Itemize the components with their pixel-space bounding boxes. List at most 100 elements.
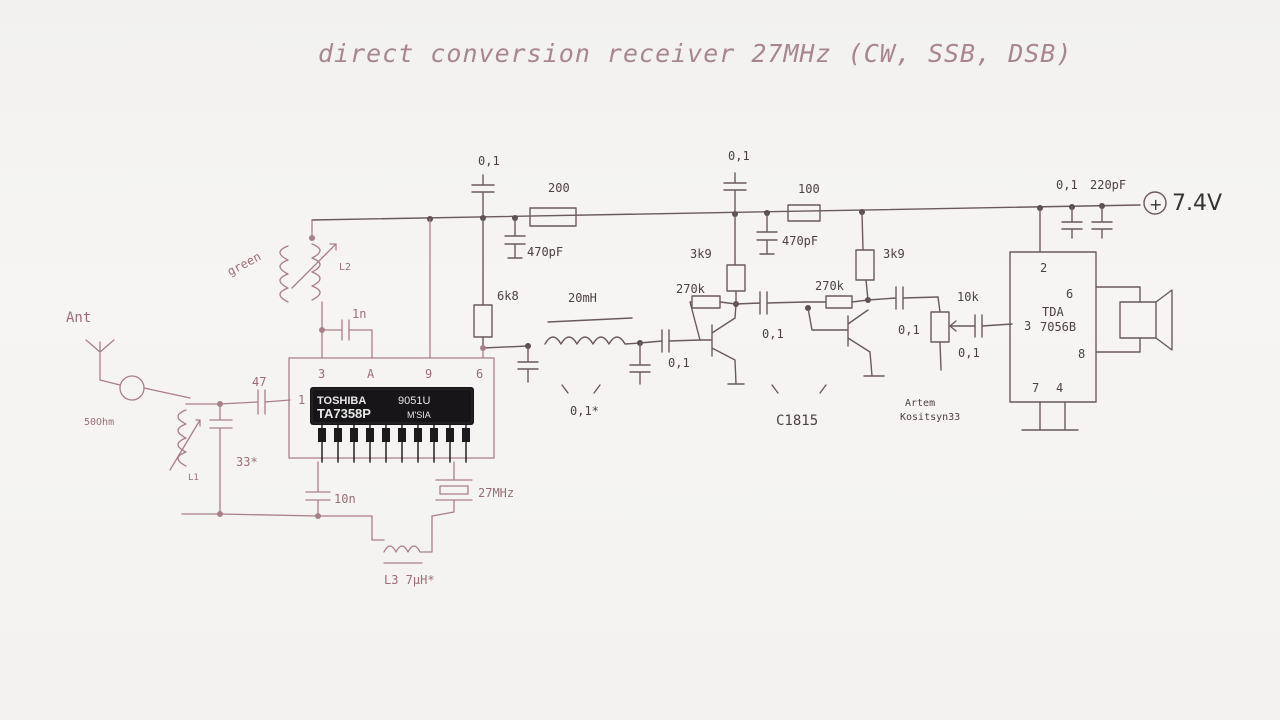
author-surname: Kositsyn33: [900, 412, 960, 423]
wire: [689, 301, 737, 341]
capacitor-1n: [321, 319, 373, 359]
capacitor-01-star-right: [629, 342, 651, 385]
ic-ta7358p-chip: TOSHIBA 9051U TA7358P M'SIA: [310, 387, 474, 463]
capacitor-01-star-left: [517, 345, 539, 383]
label-r270-a: 270k: [676, 282, 706, 296]
potentiometer-10k: [930, 311, 950, 343]
capacitor-47: [219, 389, 291, 415]
label-c01-c: 0,1: [728, 149, 750, 163]
wire: [937, 296, 941, 313]
capacitor-01-b: [639, 329, 701, 353]
page-title: direct conversion receiver 27MHz (CW, SS…: [318, 39, 1072, 68]
junction: [480, 345, 486, 351]
ic-ta7358p-outline: [288, 357, 495, 459]
speaker-cone: [1155, 289, 1173, 351]
speaker-wires: [1095, 286, 1141, 353]
capacitor-33: [181, 403, 233, 515]
capacitor-470pf-a: [504, 217, 526, 259]
wire: [143, 387, 191, 399]
antenna-symbol: [85, 339, 115, 381]
ic2-line2: 7056B: [1040, 320, 1076, 334]
capacitor-01-a: [471, 174, 495, 219]
wire: [482, 345, 529, 349]
label-r100: 100: [798, 182, 820, 196]
ic2-pin7: 7: [1032, 381, 1039, 395]
ic-tda7056b: [1009, 251, 1097, 403]
supply-plus-symbol: +: [1149, 195, 1162, 214]
supply-voltage-label: 7.4V: [1172, 191, 1222, 216]
pot-wiper: [949, 320, 976, 332]
transistor-1: [699, 317, 745, 385]
resistor-270k-b: [825, 295, 853, 309]
label-r3k9-a: 3k9: [690, 247, 712, 261]
label-r3k9-b: 3k9: [883, 247, 905, 261]
ic1-pin4: A: [367, 367, 375, 381]
label-c01-b: 0,1: [668, 356, 690, 370]
arrow-marks: [561, 384, 601, 394]
ic2-pin2: 2: [1040, 261, 1047, 275]
wire: [939, 341, 942, 371]
l2-tuning-arrow: [291, 243, 337, 289]
ic1-leads: [321, 424, 467, 463]
label-cap33: 33*: [236, 455, 258, 469]
resistor-6k8: [473, 304, 493, 338]
inductor-core-line: [547, 317, 633, 323]
ic1-brand: TOSHIBA: [317, 395, 366, 407]
ic1-pin9: 9: [425, 367, 432, 381]
resistor-100: [787, 204, 821, 222]
label-transistor: C1815: [776, 413, 818, 429]
capacitor-01-e: [867, 286, 939, 310]
author-name: Artem: [905, 398, 935, 409]
label-cap10n: 10n: [334, 492, 356, 506]
wire: [99, 379, 121, 386]
wire: [861, 211, 864, 251]
ic1-pin6: 6: [476, 367, 483, 381]
label-c01-star: 0,1*: [570, 404, 599, 418]
label-cap47: 47: [252, 375, 266, 389]
label-r6k8: 6k8: [497, 289, 519, 303]
capacitor-220pf: [1091, 205, 1113, 239]
ic2-pin6: 6: [1066, 287, 1073, 301]
capacitor-01-f: [974, 314, 1013, 338]
ic2-pin3: 3: [1024, 319, 1031, 333]
label-c01-a: 0,1: [478, 154, 500, 168]
ic2-pin8: 8: [1078, 347, 1085, 361]
supply-terminal: [1143, 191, 1167, 215]
resistor-3k9-a: [726, 264, 746, 292]
capacitor-10n: [219, 461, 331, 517]
crystal-27mhz: [431, 461, 473, 517]
resistor-3k9-b: [855, 249, 875, 281]
label-l2: L2: [339, 262, 351, 273]
label-pot10k: 10k: [957, 290, 979, 304]
inductor-20mh: [544, 336, 641, 345]
capacitor-01-top: [723, 172, 747, 215]
ic1-pin3: 3: [318, 367, 325, 381]
power-rail: [311, 204, 1141, 221]
label-c01-f: 0,1: [958, 346, 980, 360]
junction: [309, 235, 315, 241]
label-c220: 220pF: [1090, 178, 1126, 192]
ic2-pin4: 4: [1056, 381, 1063, 395]
label-c01-g: 0,1: [1056, 178, 1078, 192]
wire: [317, 515, 373, 541]
ic1-part: TA7358P: [317, 406, 371, 421]
ic1-pin1: 1: [298, 393, 305, 407]
ic2-line1: TDA: [1042, 305, 1064, 319]
inductor-l2: [311, 243, 321, 301]
speaker-body: [1119, 301, 1157, 339]
label-c01-e: 0,1: [898, 323, 920, 337]
label-l1: L1: [188, 473, 199, 483]
label-cap1n: 1n: [352, 307, 366, 321]
inductor-l3: [371, 515, 433, 553]
l1-tuning-arrow: [169, 419, 201, 471]
capacitor-01-g: [1061, 206, 1083, 239]
antenna-connector: [119, 375, 145, 401]
capacitor-470pf-b: [756, 212, 778, 255]
arrow-marks: [771, 384, 827, 394]
wire: [804, 299, 869, 303]
transistor-2: [807, 307, 885, 377]
label-antenna: Ant: [66, 310, 91, 326]
label-50ohm: 50Ohm: [84, 417, 114, 428]
